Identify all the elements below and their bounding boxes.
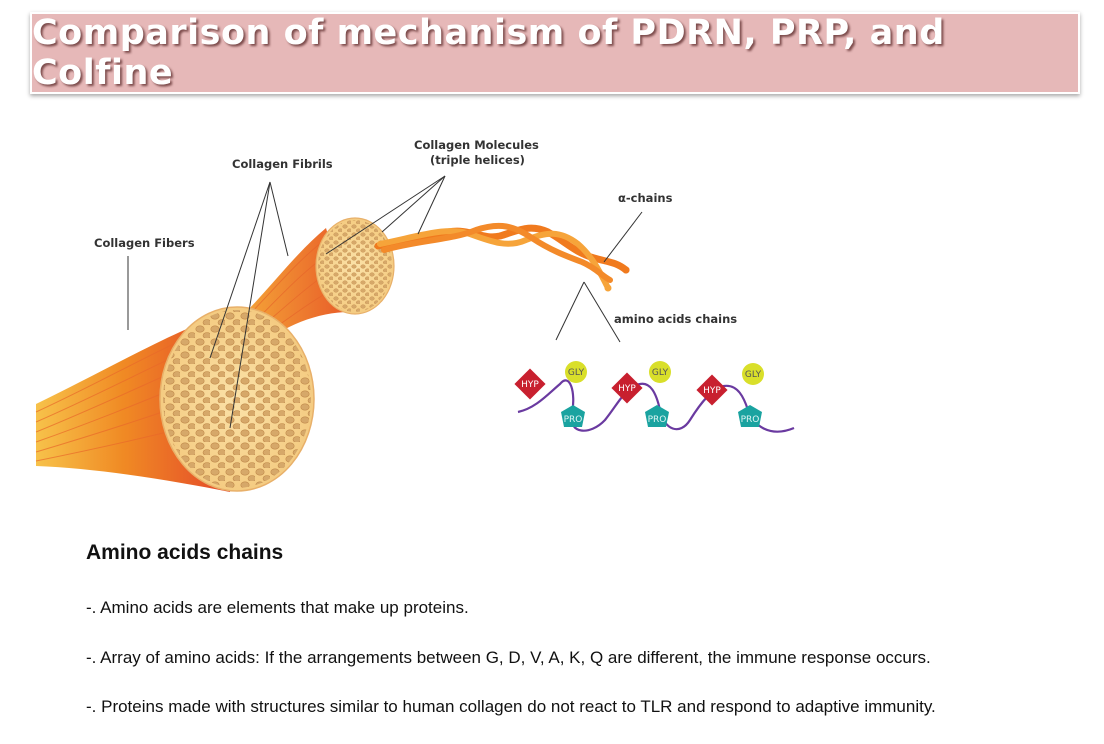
hyp-residue: HYP xyxy=(514,368,546,400)
fibril-cross-section xyxy=(159,306,315,492)
bullet-item: -. Amino acids are elements that make up… xyxy=(86,598,469,617)
page-title: Comparison of mechanism of PDRN, PRP, an… xyxy=(32,13,945,93)
gly-residue: GLY xyxy=(742,363,764,385)
amino-acid-chain: HYP GLY PRO HYP GLY PRO HYP GLY xyxy=(514,361,795,433)
collagen-structure-diagram: HYP GLY PRO HYP GLY PRO HYP GLY xyxy=(35,138,795,492)
amino-acids-chains-label: amino acids chains xyxy=(614,312,737,326)
svg-text:PRO: PRO xyxy=(564,415,583,425)
collagen-fibrils-label: Collagen Fibrils xyxy=(232,157,333,171)
section-heading: Amino acids chains xyxy=(86,541,284,564)
leader-lines xyxy=(127,175,643,429)
svg-text:GLY: GLY xyxy=(745,370,762,380)
collagen-fibers-label: Collagen Fibers xyxy=(94,236,195,250)
svg-text:PRO: PRO xyxy=(648,415,667,425)
triple-helix xyxy=(374,222,630,292)
title-banner: Comparison of mechanism of PDRN, PRP, an… xyxy=(30,12,1080,94)
svg-text:PRO: PRO xyxy=(741,415,760,425)
pro-residue: PRO xyxy=(645,405,669,427)
pro-residue: PRO xyxy=(561,405,585,427)
hyp-residue: HYP xyxy=(696,374,728,406)
svg-text:HYP: HYP xyxy=(521,380,539,390)
alpha-chains-label: α-chains xyxy=(618,191,673,205)
gly-residue: GLY xyxy=(565,361,587,383)
svg-text:GLY: GLY xyxy=(568,368,585,378)
hyp-residue: HYP xyxy=(611,372,643,404)
collagen-molecules-label: Collagen Molecules xyxy=(414,138,539,152)
svg-text:HYP: HYP xyxy=(703,386,721,396)
svg-text:HYP: HYP xyxy=(618,384,636,394)
triple-helices-label: (triple helices) xyxy=(430,153,525,167)
svg-text:GLY: GLY xyxy=(652,368,669,378)
gly-residue: GLY xyxy=(649,361,671,383)
molecule-cross-section xyxy=(315,217,395,315)
pro-residue: PRO xyxy=(738,405,762,427)
bullet-item: -. Proteins made with structures similar… xyxy=(86,697,936,716)
bullet-item: -. Array of amino acids: If the arrangem… xyxy=(86,648,931,667)
